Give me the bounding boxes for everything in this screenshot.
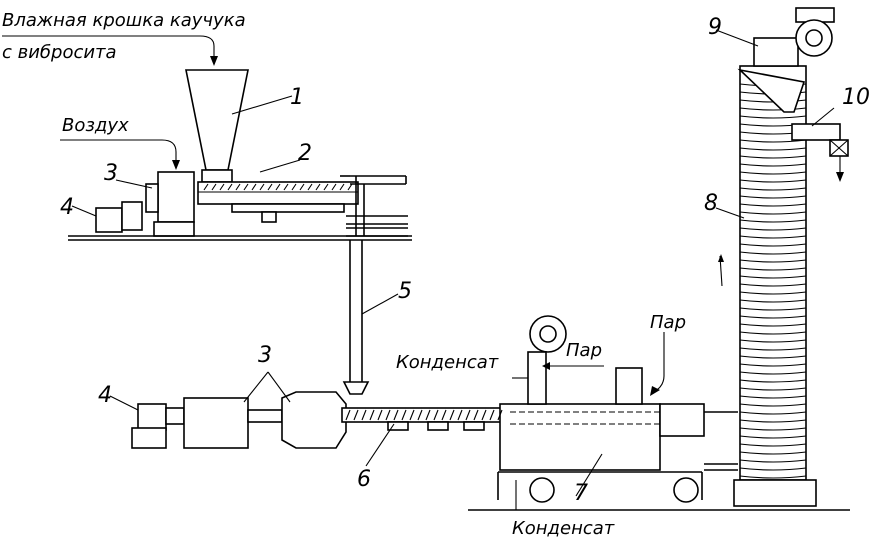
screw-flight-2 [315,183,321,191]
screw-flight-2 [283,183,289,191]
number-2: 2 [298,141,312,166]
number-7: 7 [574,481,588,506]
screw-flight-2 [251,183,257,191]
blower-3-bottom [183,371,347,449]
number-4-top: 4 [60,195,74,220]
screw-flight-6 [385,409,391,421]
screw-flight-2 [227,183,233,191]
blower-3-top [115,171,195,237]
screw-flight-6 [401,409,407,421]
dryer-7 [497,315,738,503]
number-3-bottom: 3 [258,343,272,368]
screw-flight-2 [243,183,249,191]
hopper-1 [185,69,293,183]
number-8: 8 [704,191,718,216]
screw-flight-6 [497,409,503,421]
number-3-top: 3 [104,161,118,186]
condensate-top-label: Конденсат [396,352,499,373]
screw-flight-6 [409,409,415,421]
screw-flight-6 [465,409,471,421]
discharge-10 [791,107,849,182]
bottom-floor [468,480,850,511]
steam-mid-label: Пар [566,340,602,361]
feed-arrow [2,35,218,66]
screw-flight-6 [481,409,487,421]
screw-flight-2 [331,183,337,191]
screw-flight-6 [345,409,351,421]
screw-flight-6 [441,409,447,421]
screw-flight-6 [417,409,423,421]
feed-label-line1: Влажная крошка каучука [2,10,246,31]
number-10: 10 [842,85,870,110]
top-pipes [340,175,408,237]
duct-5 [342,240,399,395]
cyclone-9 [715,7,835,113]
air-arrow [60,139,180,170]
screw-flight-2 [347,183,353,191]
screw-flight-6 [361,409,367,421]
screw-flight-6 [425,409,431,421]
condensate-bottom-label: Конденсат [512,518,615,539]
screw-flight-6 [489,409,495,421]
screw-flight-6 [433,409,439,421]
motor-4-bottom [109,395,185,449]
feed-label-line2: с вибросита [2,42,117,63]
screw-flight-2 [203,183,209,191]
screw-flight-2 [267,183,273,191]
screw-flight-6 [457,409,463,421]
number-9: 9 [708,15,722,40]
steam-arrows [512,332,665,396]
steam-top-label: Пар [650,312,686,333]
number-4-bottom: 4 [98,383,112,408]
number-5: 5 [398,279,412,304]
screw-flight-2 [291,183,297,191]
top-platform [68,235,412,241]
screw-flight-6 [369,409,375,421]
screw-flight-6 [377,409,383,421]
number-6: 6 [357,467,371,492]
screw-flight-6 [393,409,399,421]
screw-flight-6 [353,409,359,421]
screw-flight-6 [473,409,479,421]
screw-flight-2 [299,183,305,191]
number-1: 1 [290,85,304,110]
screw-flight-2 [219,183,225,191]
screw-flight-2 [307,183,313,191]
screw-flight-6 [449,409,455,421]
screw-flight-2 [235,183,241,191]
screw-flight-2 [339,183,345,191]
motor-4-top [71,201,143,233]
screw-flight-2 [275,183,281,191]
air-label: Воздух [62,115,129,136]
screw-flight-2 [259,183,265,191]
screw-flight-2 [323,183,329,191]
screw-flight-2 [211,183,217,191]
